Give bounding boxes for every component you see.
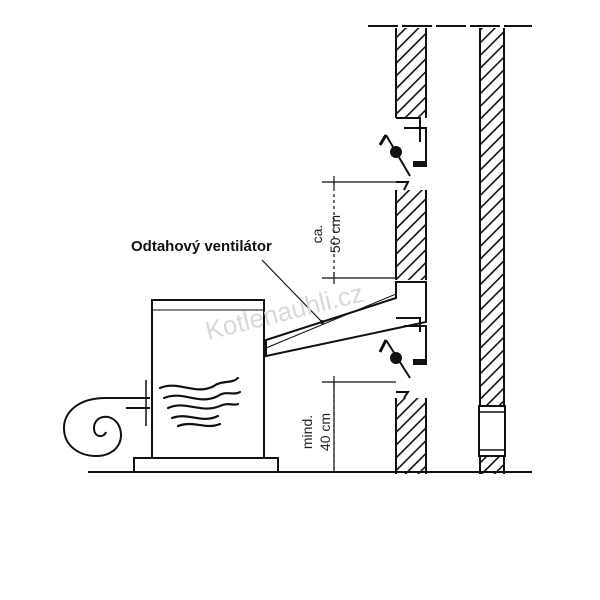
fan-label: Odtahový ventilátor xyxy=(131,238,272,255)
flame-icon xyxy=(158,376,242,428)
lower-dim-text-1: mind. xyxy=(299,415,315,449)
boiler-base xyxy=(133,457,279,473)
upper-dim-text-2: 50 cm xyxy=(327,215,343,253)
chimney-left-wall xyxy=(395,28,427,474)
fan-label-leader xyxy=(261,259,323,323)
lower-dimension-marks xyxy=(322,376,396,472)
chimney-right-wall xyxy=(478,28,506,474)
upper-dim-text-1: ca. xyxy=(309,225,325,244)
upper-dimension-marks xyxy=(322,176,396,284)
boiler-body xyxy=(151,299,265,459)
upper-draft-regulator xyxy=(378,117,427,191)
lower-draft-regulator xyxy=(378,317,427,399)
cleanout-door xyxy=(478,405,506,457)
flue-connector-pipe xyxy=(265,281,427,358)
burner-fan-housing xyxy=(62,380,153,458)
lower-dim-text-2: 40 cm xyxy=(317,413,333,451)
